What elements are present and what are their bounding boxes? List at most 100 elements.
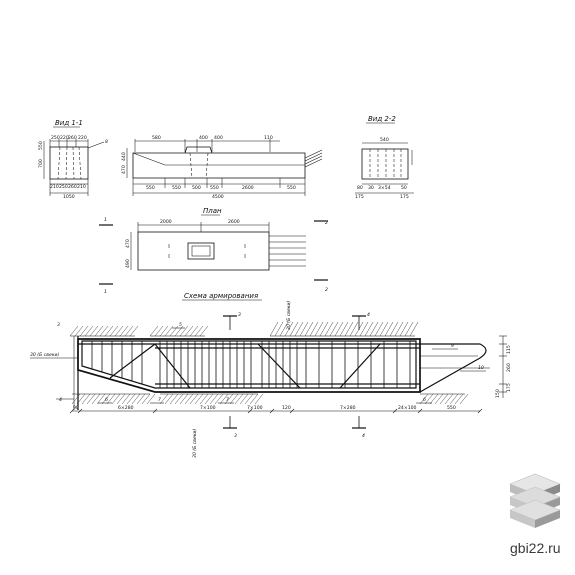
callout-6: 6 — [105, 397, 108, 403]
hatch-line — [409, 321, 419, 337]
hatch-line — [339, 321, 349, 337]
hatch-line — [199, 393, 209, 405]
dim-label: 550 — [38, 141, 44, 150]
dim-label: 500 — [192, 185, 201, 191]
hatch-line — [164, 325, 174, 337]
elevation-view: 580 400 400 110 550 550 500 550 2600 550… — [121, 135, 323, 200]
overall-dim-label: 4500 — [212, 194, 224, 200]
section-mark: 3 — [238, 312, 241, 318]
hatch-line — [239, 393, 249, 405]
section-mark: 1 — [104, 217, 107, 223]
stirrups-group — [91, 341, 411, 388]
hatch-line — [419, 393, 429, 405]
dim-label: 30 — [368, 185, 374, 191]
hatch-line — [324, 321, 334, 337]
hatch-line — [154, 325, 164, 337]
hatch-line — [379, 321, 389, 337]
hatch-line — [274, 321, 284, 337]
dim-label: 110 — [264, 135, 273, 141]
hatch-line — [179, 393, 189, 405]
dim-label: 470 — [121, 165, 127, 174]
dim-tick — [77, 408, 83, 414]
hatch-line — [209, 393, 219, 405]
hatch-line — [96, 393, 106, 405]
dim-tick — [417, 408, 423, 414]
hatch-line — [174, 325, 184, 337]
dim-label: 210 — [77, 184, 86, 190]
dim-label: 550 — [210, 185, 219, 191]
hatch-line — [146, 393, 156, 405]
marker-label: 4 — [59, 397, 62, 403]
leader-line — [87, 141, 105, 149]
hatch-line — [314, 321, 324, 337]
hatch-line — [71, 393, 81, 405]
stacked-slabs-logo — [509, 473, 561, 528]
hatch-line — [439, 393, 449, 405]
hatch-line — [121, 393, 131, 405]
inclined-bar — [257, 343, 301, 389]
hatch-line — [249, 393, 259, 405]
hatch-line — [329, 321, 339, 337]
dim-label: 7×100 — [247, 405, 263, 411]
hatch-line — [219, 393, 229, 405]
site-watermark: gbi22.ru — [510, 540, 561, 556]
rebar-line — [57, 146, 61, 180]
hatch-line — [169, 325, 179, 337]
opening-line — [205, 152, 209, 179]
hatch-line — [434, 393, 444, 405]
dim-label: 7×280 — [340, 405, 356, 411]
hatch-line — [369, 321, 379, 337]
dim-tick — [152, 408, 158, 414]
dim-tick — [247, 408, 253, 414]
hatch-line — [104, 325, 114, 337]
hatch-line — [459, 393, 469, 405]
hatch-line — [94, 325, 104, 337]
hatch-line — [179, 325, 189, 337]
dim-label: 550 — [172, 185, 181, 191]
dim-label: 220 — [78, 135, 87, 141]
hatch-line — [126, 393, 136, 405]
dim-label: 400 — [214, 135, 223, 141]
rebar-mark: 8 — [105, 139, 108, 145]
dim-tick — [69, 408, 75, 414]
scheme-title: Схема армирования — [184, 292, 258, 300]
hatch-line — [164, 393, 174, 405]
dim-label: 260 — [68, 135, 77, 141]
anchor-loop — [419, 343, 487, 393]
hatch-line — [364, 321, 374, 337]
hatch-line — [131, 393, 141, 405]
hatch-line — [119, 325, 129, 337]
hatch-line — [159, 393, 169, 405]
rebar-line — [78, 146, 82, 180]
hatch-line — [284, 321, 294, 337]
note-label: 30 (Б свеки) — [286, 300, 292, 330]
dim-label: 2600 — [242, 185, 254, 191]
dim-label: 550 — [287, 185, 296, 191]
dim-label: 550 — [447, 405, 456, 411]
inclined-bar — [109, 343, 156, 379]
hatch-line — [254, 393, 264, 405]
dim-label: 220 — [60, 135, 69, 141]
plan-title: План — [203, 207, 222, 215]
dim-label: 80 — [357, 185, 363, 191]
hatch-line — [234, 393, 244, 405]
hatch-line — [204, 393, 214, 405]
dim-label: 550 — [146, 185, 155, 191]
dim-label: 175 — [400, 194, 409, 200]
dim-label: 3×54 — [378, 185, 391, 191]
marker-label: 3 — [57, 322, 60, 328]
hatch-line — [294, 321, 304, 337]
dim-label: 50 — [401, 185, 407, 191]
hatch-line — [454, 393, 464, 405]
hatch-line — [214, 393, 224, 405]
dim-label: 490 — [125, 259, 131, 268]
hatch-line — [194, 325, 204, 337]
view-1-1: Вид 1-1 250 220 260 220 8 210 250 260 21… — [38, 119, 108, 200]
inclined-bar — [339, 343, 381, 389]
callout-7: 7 — [226, 397, 229, 403]
dim-label: 580 — [152, 135, 161, 141]
hatch-line — [374, 321, 384, 337]
hatch-line — [199, 325, 209, 337]
hatch-line — [116, 393, 126, 405]
